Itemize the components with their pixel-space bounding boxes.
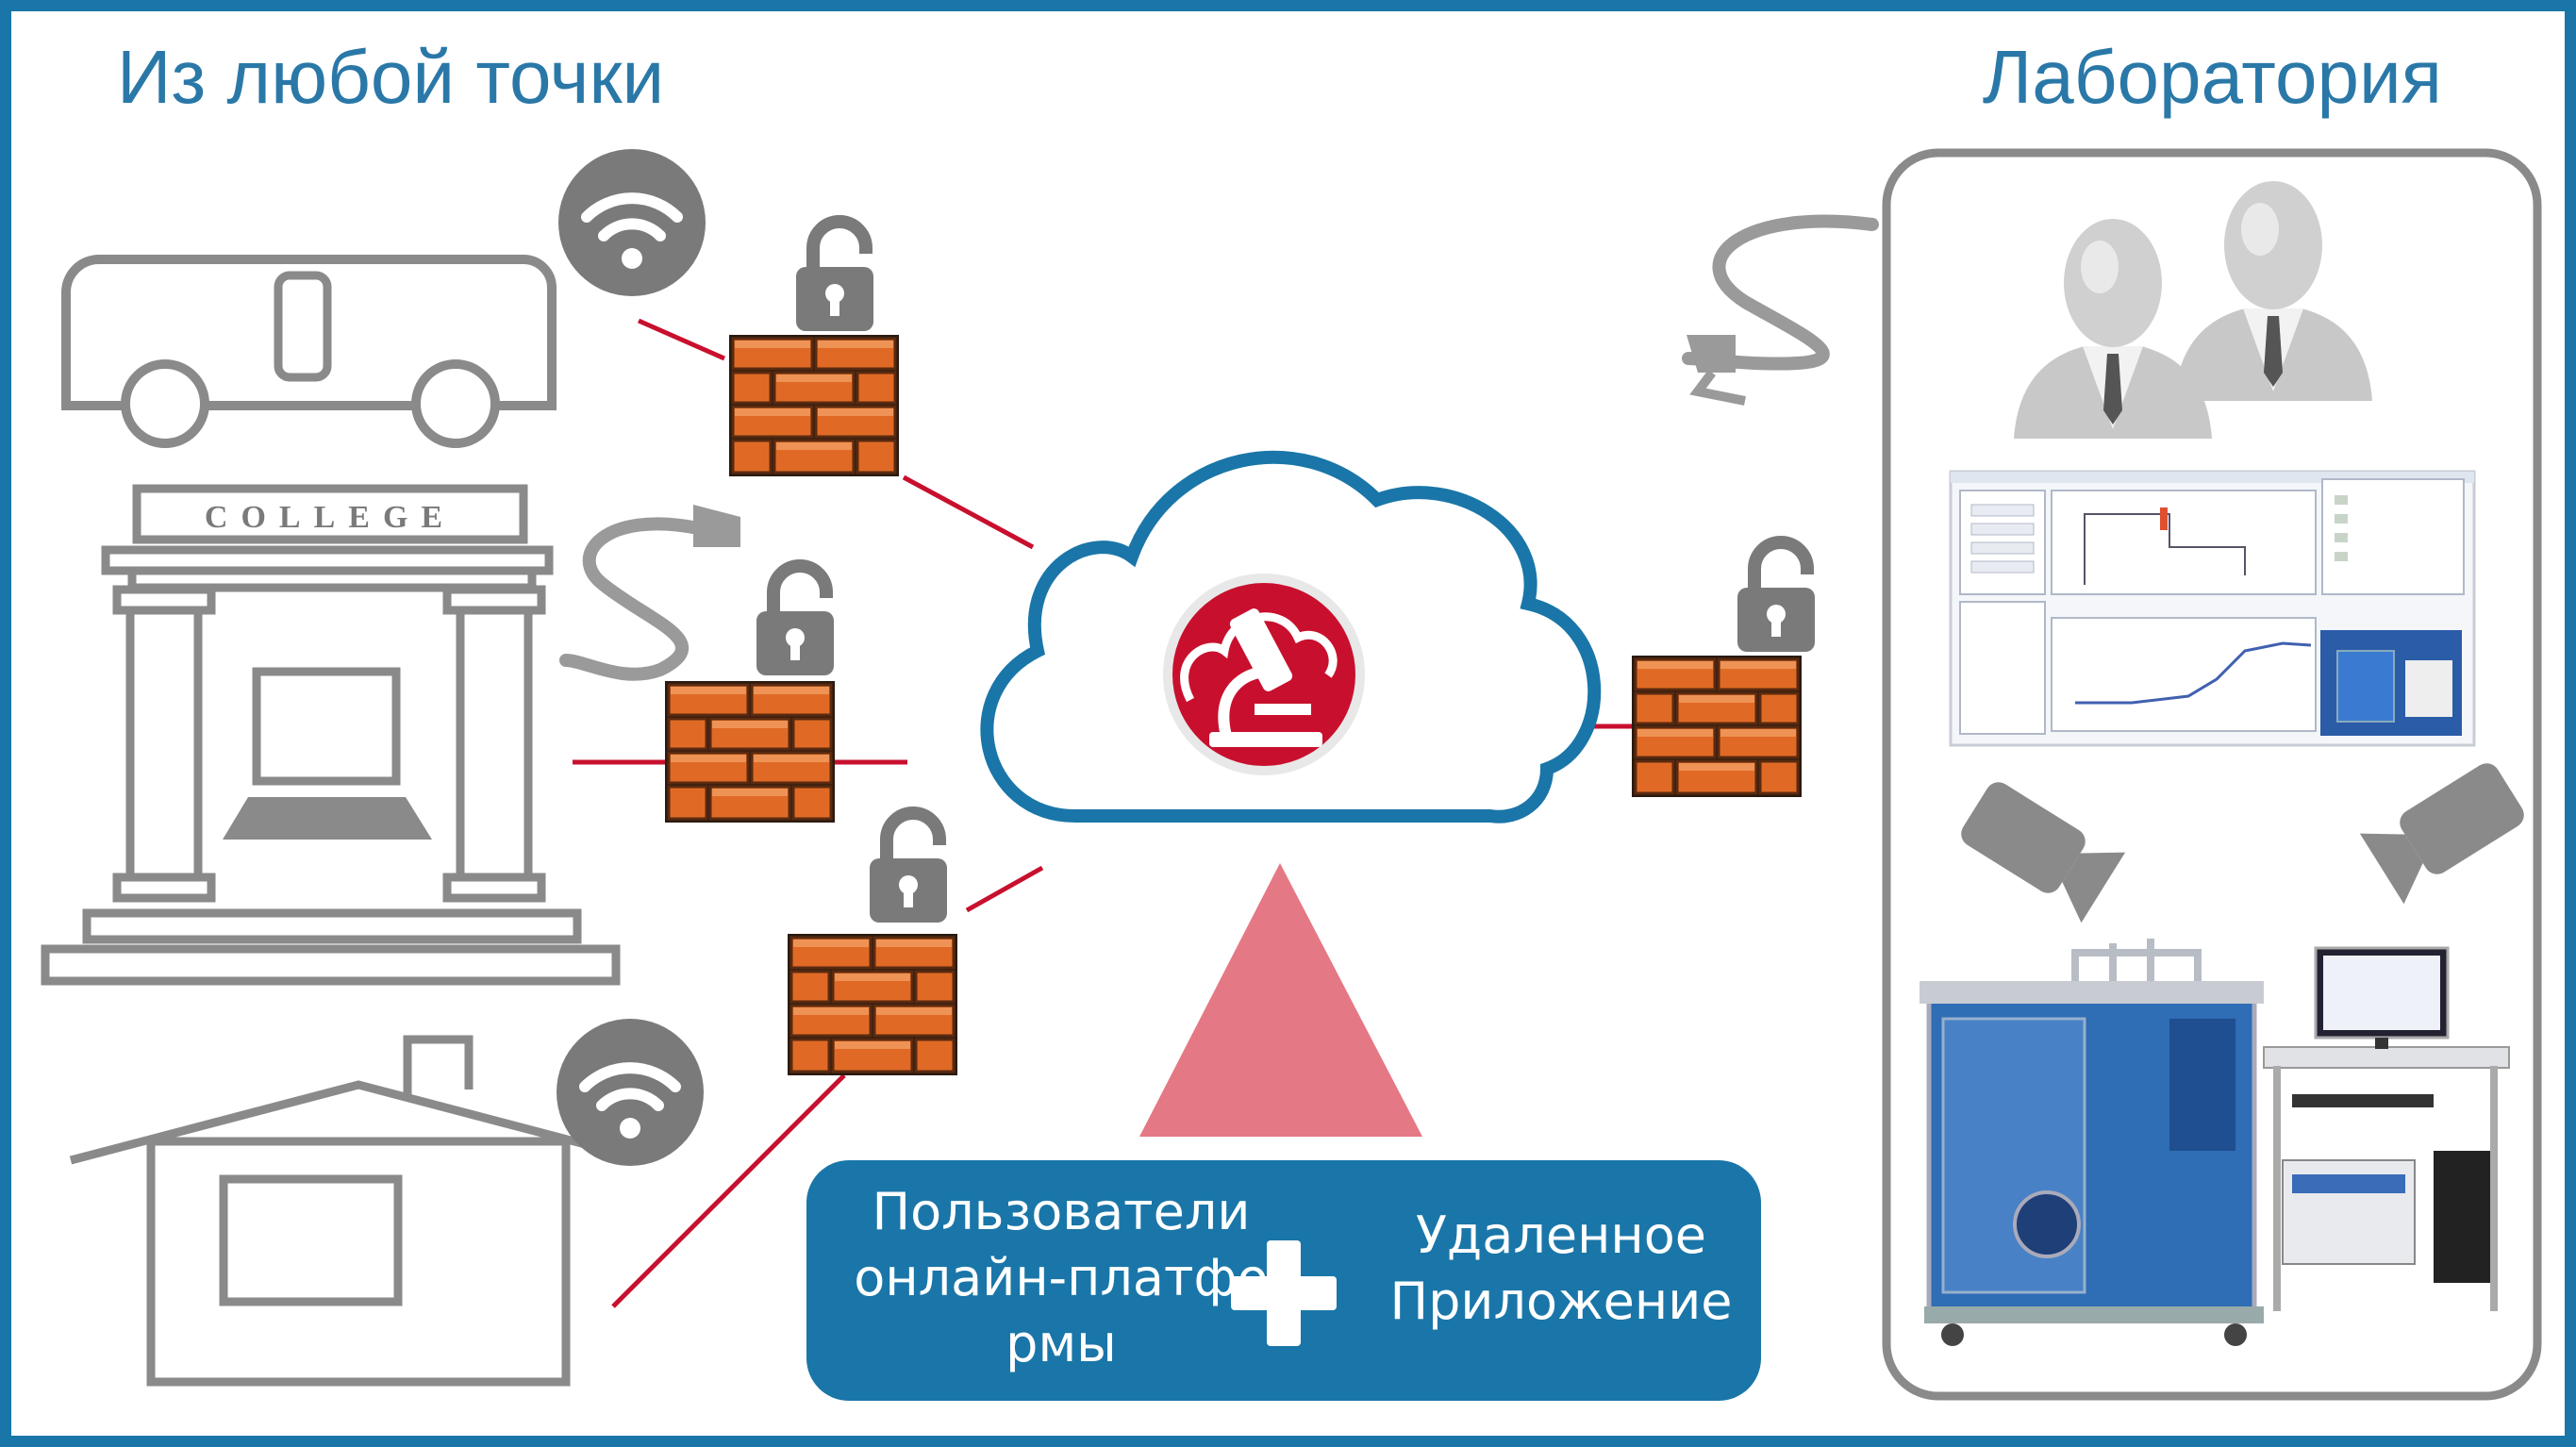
padlock-open-icon bbox=[1737, 542, 1815, 652]
heading-laboratory: Лаборатория bbox=[1982, 35, 2442, 119]
wifi-icon bbox=[557, 1019, 704, 1166]
lab-equipment bbox=[1920, 939, 2510, 1346]
heading-any-location: Из любой точки bbox=[117, 35, 665, 119]
plus-icon bbox=[1231, 1240, 1337, 1346]
connection-triangle bbox=[1139, 863, 1422, 1137]
phone-icon bbox=[274, 271, 332, 382]
padlock-open-icon bbox=[796, 222, 873, 331]
firewall-icon bbox=[727, 333, 901, 478]
padlock-open-icon bbox=[870, 813, 947, 923]
users-label: Пользователи онлайн-платфо рмы bbox=[854, 1182, 1269, 1373]
scada-screenshot bbox=[1949, 470, 2476, 747]
college-location bbox=[41, 484, 621, 986]
microscope-logo-icon bbox=[1163, 574, 1365, 775]
firewall-icon bbox=[1630, 654, 1803, 799]
house-location bbox=[69, 1035, 648, 1387]
firewall-icon bbox=[663, 679, 837, 824]
firewall-icon bbox=[786, 932, 959, 1077]
cable-plug-icon bbox=[559, 517, 705, 681]
college-sign: COLLEGE bbox=[205, 500, 456, 535]
remote-application-label: Удаленное Приложение bbox=[1389, 1206, 1733, 1331]
wifi-icon bbox=[558, 149, 706, 296]
cable-plug-icon bbox=[693, 505, 740, 547]
cable-plug-icon bbox=[1687, 335, 1736, 373]
padlock-open-icon bbox=[756, 566, 834, 675]
network-links bbox=[573, 318, 1632, 1308]
laptop-icon bbox=[223, 667, 432, 840]
